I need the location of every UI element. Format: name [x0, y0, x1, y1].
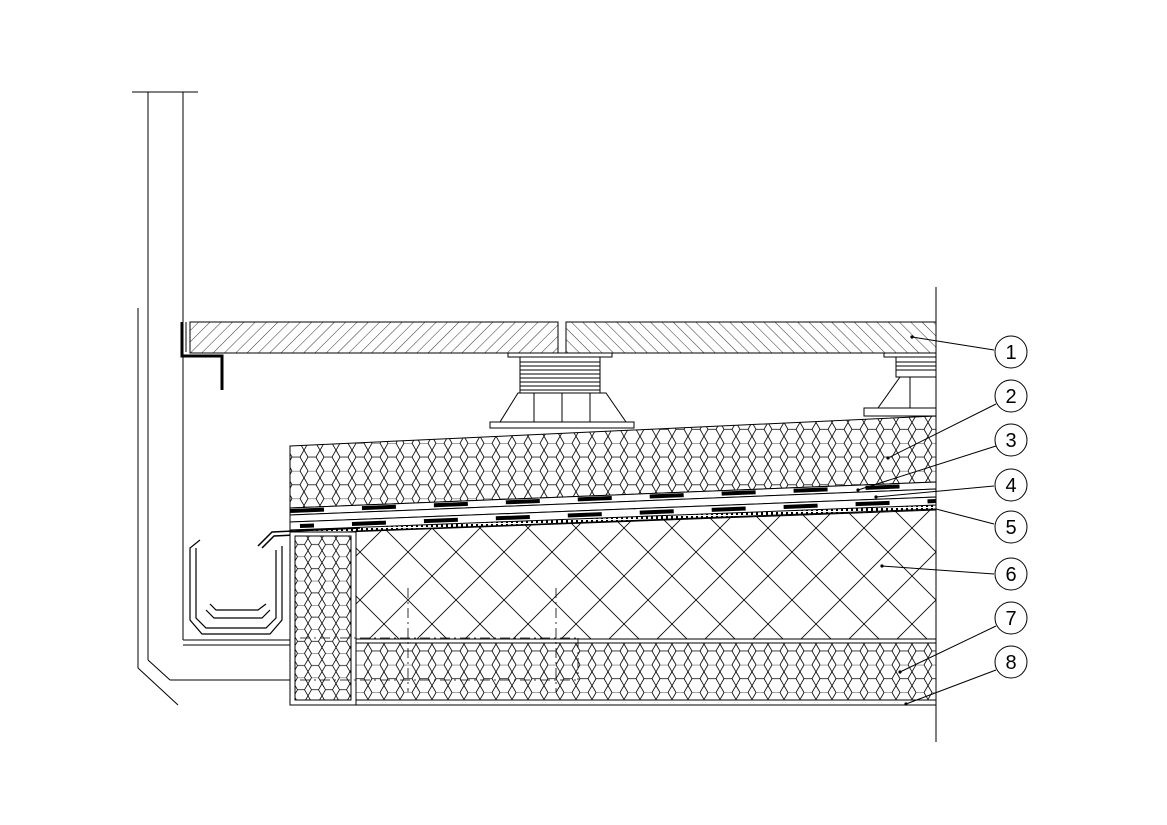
callout-leader-dots [856, 335, 914, 706]
callout-6: 6 [994, 557, 1028, 591]
board-separator [355, 638, 937, 644]
callout-2-label: 2 [1005, 386, 1016, 408]
edge-angle-profile [180, 322, 224, 390]
pedestal-left [489, 352, 635, 429]
lower-insulation-layer [355, 642, 937, 701]
pedestal-right [863, 352, 936, 417]
callout-8-label: 8 [1005, 652, 1016, 674]
callout-8: 8 [994, 645, 1028, 679]
waterproofing-membranes [289, 481, 937, 531]
callout-7-label: 7 [1005, 608, 1016, 630]
gutter-profile [189, 539, 283, 635]
callout-6-label: 6 [1005, 564, 1016, 586]
callout-7: 7 [994, 601, 1028, 635]
callout-4-label: 4 [1005, 475, 1016, 497]
callout-leaders [857, 336, 997, 705]
callout-2: 2 [994, 379, 1028, 413]
callout-3: 3 [994, 423, 1028, 457]
parapet-wall [132, 91, 290, 706]
callout-3-label: 3 [1005, 430, 1016, 452]
callout-1: 1 [994, 335, 1028, 369]
callout-5-label: 5 [1005, 517, 1016, 539]
thermal-insulation-board [355, 508, 937, 640]
callout-1-label: 1 [1005, 342, 1016, 364]
edge-insulation-column [289, 531, 357, 706]
hidden-lines [300, 588, 579, 692]
base-slab [290, 699, 936, 706]
deck-boards [189, 321, 937, 354]
callout-4: 4 [994, 468, 1028, 502]
callout-5: 5 [994, 510, 1028, 544]
